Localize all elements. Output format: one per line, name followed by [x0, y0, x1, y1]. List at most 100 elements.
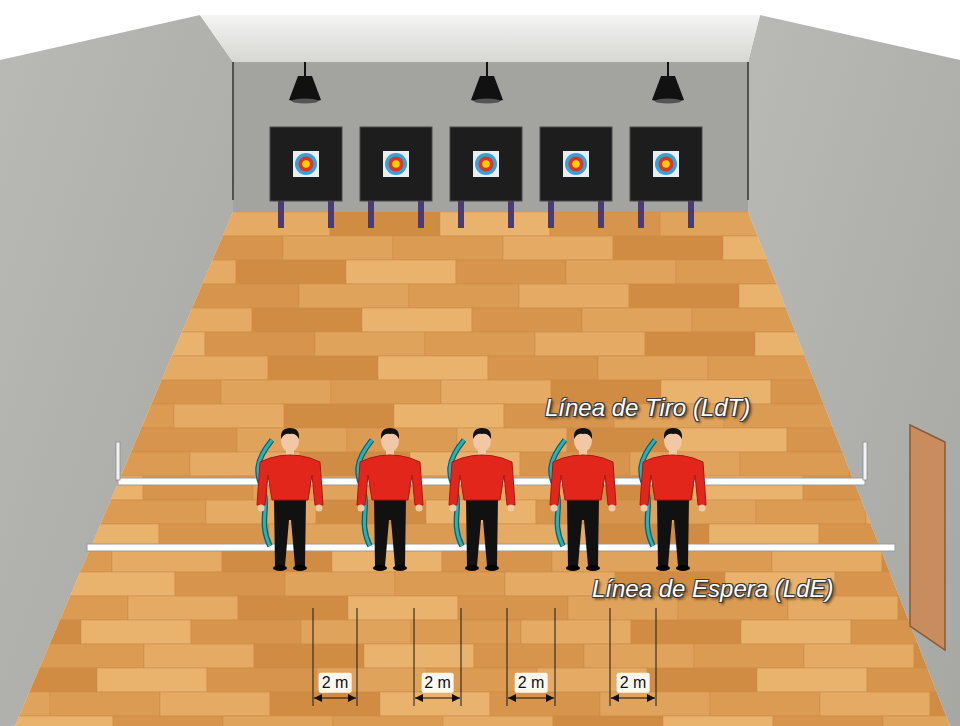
floor-plank — [113, 716, 223, 726]
floor-plank — [112, 548, 222, 572]
floor-plank — [268, 356, 378, 380]
extension-line — [313, 608, 314, 706]
dimension-arrow — [314, 697, 356, 698]
dimension-arrow — [508, 697, 554, 698]
floor-plank — [553, 716, 663, 726]
floor-plank — [943, 236, 960, 260]
floor-plank — [865, 332, 960, 356]
floor-plank — [79, 284, 189, 308]
line-label: Línea de Espera (LdE) — [592, 575, 834, 604]
floor-plank — [629, 284, 739, 308]
floor-plank — [301, 620, 411, 644]
floor-plank — [647, 668, 757, 692]
floor-plank — [944, 404, 960, 428]
floor-plank — [316, 500, 426, 524]
floor-plank — [771, 380, 881, 404]
floor-plank — [0, 596, 18, 620]
floor-plank — [959, 284, 960, 308]
floor-plank — [332, 548, 442, 572]
floor-plank — [315, 332, 425, 356]
extension-line — [414, 608, 415, 706]
floor-plank — [191, 620, 301, 644]
floor-plank — [0, 236, 63, 260]
floor-plank — [205, 332, 315, 356]
floor-plank — [50, 692, 160, 716]
floor-plank — [723, 236, 833, 260]
archery-target — [630, 127, 702, 228]
floor-plank — [0, 452, 80, 476]
ceiling-lamp — [289, 62, 321, 104]
floor-plank — [254, 644, 364, 668]
dimension-marks — [313, 608, 656, 706]
floor-plank — [142, 308, 252, 332]
floor-plank — [237, 428, 347, 452]
floor-plank — [3, 716, 113, 726]
floor-plank — [411, 620, 521, 644]
extension-line — [656, 608, 657, 706]
floor-plank — [0, 500, 96, 524]
archer-figure — [449, 428, 515, 571]
floor-plank — [81, 620, 191, 644]
floor-plank — [160, 692, 270, 716]
floor-plank — [740, 452, 850, 476]
archer-figure — [257, 428, 323, 571]
floor-plank — [0, 668, 97, 692]
floor-plank — [110, 212, 220, 236]
floor-plank — [175, 572, 285, 596]
floor-plank — [0, 404, 64, 428]
floor-plank — [598, 356, 708, 380]
floor-plank — [409, 284, 519, 308]
floor-plank — [17, 428, 127, 452]
floor-plank — [584, 644, 694, 668]
wooden-floor — [0, 212, 960, 726]
floor-plank — [928, 356, 960, 380]
floor-plank — [96, 500, 206, 524]
extension-line — [507, 608, 508, 706]
floor-plank — [786, 260, 896, 284]
floor-plank — [660, 212, 770, 236]
floor-plank — [458, 596, 568, 620]
floor-plank — [567, 428, 677, 452]
floor-plank — [708, 356, 818, 380]
dimension-label: 2 m — [421, 673, 454, 693]
floor-plank — [126, 260, 236, 284]
floor-plank — [158, 356, 268, 380]
floor-plank — [820, 692, 930, 716]
extension-line — [610, 608, 611, 706]
floor-plank — [677, 428, 787, 452]
dimension-arrow — [611, 697, 655, 698]
floor-plank — [221, 380, 331, 404]
floor-plank — [236, 260, 346, 284]
floor-plank — [127, 428, 237, 452]
dimension-arrow — [415, 697, 460, 698]
floor-plank — [757, 668, 867, 692]
floor-plank — [867, 668, 960, 692]
floor-plank — [0, 260, 16, 284]
ceiling-lamp — [471, 62, 503, 104]
floor-plank — [0, 284, 79, 308]
floor-plank — [65, 572, 175, 596]
floor-plank — [739, 284, 849, 308]
floor-plank — [48, 356, 158, 380]
line-post — [863, 442, 867, 480]
floor-plank — [692, 308, 802, 332]
floor-plank — [80, 452, 190, 476]
floor-plank — [16, 260, 126, 284]
floor-plank — [613, 236, 723, 260]
floor-plank — [849, 284, 959, 308]
floor-plank — [833, 236, 943, 260]
floor-plank — [566, 260, 676, 284]
floor-plank — [535, 332, 645, 356]
floor-plank — [0, 572, 65, 596]
floor-plank — [488, 356, 598, 380]
ceiling — [200, 15, 760, 62]
floor-plank — [930, 692, 960, 716]
floor-plank — [0, 308, 32, 332]
dimension-label: 2 m — [515, 673, 548, 693]
floor-plank — [710, 692, 820, 716]
floor-plank — [912, 308, 960, 332]
floor-plank — [63, 236, 173, 260]
extension-line — [461, 608, 462, 706]
floor-plank — [519, 284, 629, 308]
floor-plank — [346, 260, 456, 284]
